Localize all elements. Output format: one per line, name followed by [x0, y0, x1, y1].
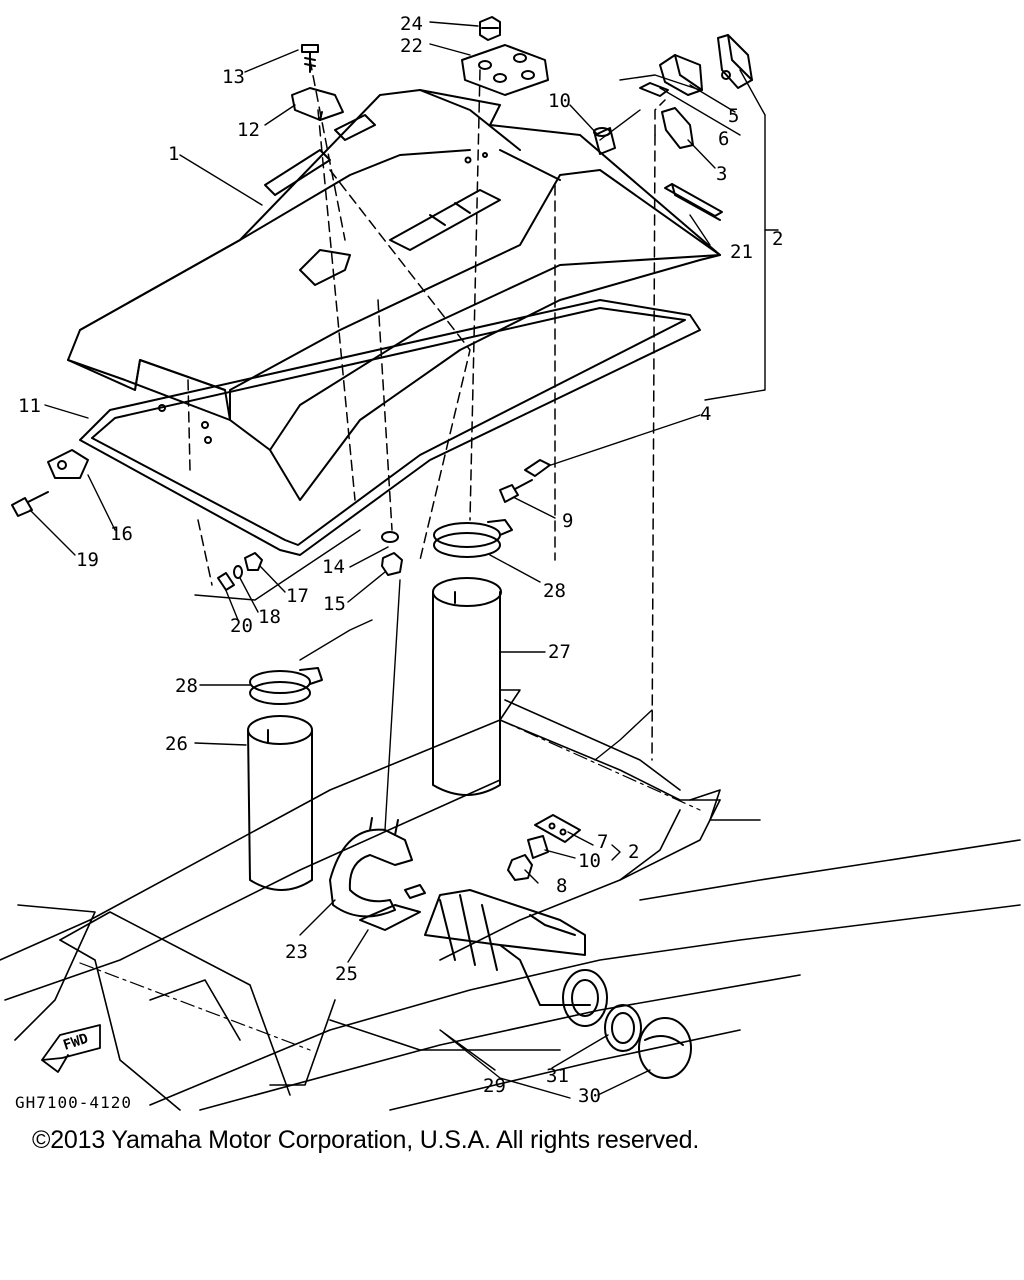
callout-22: 22 — [400, 35, 423, 57]
callout-10-lower: 10 — [578, 850, 601, 872]
callout-20: 20 — [230, 615, 253, 637]
duct-26 — [247, 715, 313, 891]
cover-25 — [359, 884, 426, 931]
nut-24 — [479, 16, 501, 41]
clamp-28-right — [433, 519, 513, 558]
hull-centerline — [79, 719, 701, 1051]
callout-7: 7 — [597, 831, 608, 853]
callout-2-lower: 2 — [628, 841, 639, 863]
washer-6 — [639, 82, 669, 97]
callout-10-upper: 10 — [548, 90, 571, 112]
cap-30 — [638, 1017, 692, 1079]
parts-17-18-20 — [217, 552, 263, 591]
clamp-28-left — [249, 667, 323, 705]
fastener-14 — [381, 531, 399, 543]
callout-19: 19 — [76, 549, 99, 571]
callout-5: 5 — [728, 105, 739, 127]
holder-23 — [329, 817, 413, 918]
callout-21: 21 — [730, 241, 753, 263]
callout-16: 16 — [110, 523, 133, 545]
plate-22 — [461, 44, 549, 96]
callout-12: 12 — [237, 119, 260, 141]
callout-31: 31 — [546, 1065, 569, 1087]
assembly-guide-lines — [187, 59, 666, 761]
fwd-label: FWD — [61, 1031, 90, 1054]
callout-18: 18 — [258, 606, 281, 628]
exploded-parts-diagram: FWD 24 — [0, 13, 1021, 1112]
callout-leaders — [29, 21, 741, 1099]
nut-8 — [507, 854, 533, 881]
callout-labels: 24 22 13 12 1 10 5 6 3 2 21 11 4 9 16 19… — [15, 13, 783, 1112]
hinge-16 — [47, 449, 89, 479]
hull-outline — [0, 689, 1021, 1111]
callout-3: 3 — [716, 163, 727, 185]
washer-4 — [524, 459, 551, 477]
callout-24: 24 — [400, 13, 423, 35]
callout-17: 17 — [286, 585, 309, 607]
plate-7 — [534, 814, 581, 843]
callout-25: 25 — [335, 963, 358, 985]
latch-5 — [659, 54, 703, 96]
callout-15: 15 — [323, 593, 346, 615]
callout-26: 26 — [165, 733, 188, 755]
bolt-19 — [11, 491, 49, 517]
screw-13 — [301, 44, 319, 73]
callout-2-upper: 2 — [772, 228, 783, 250]
outlet-29 — [424, 889, 608, 1027]
callout-1: 1 — [168, 143, 179, 165]
callout-28-right: 28 — [543, 580, 566, 602]
callout-29: 29 — [483, 1075, 506, 1097]
copyright-notice: ©2013 Yamaha Motor Corporation, U.S.A. A… — [32, 1126, 700, 1154]
bolt-9 — [499, 479, 533, 503]
callout-6: 6 — [718, 128, 729, 150]
callout-27: 27 — [548, 641, 571, 663]
hook-2 — [717, 34, 753, 89]
callout-28-left: 28 — [175, 675, 198, 697]
seal-21 — [664, 183, 723, 221]
hood — [67, 89, 721, 501]
callout-9: 9 — [562, 510, 573, 532]
callout-4: 4 — [700, 403, 711, 425]
callout-30: 30 — [578, 1085, 601, 1107]
plate-3 — [661, 107, 694, 149]
callout-11: 11 — [18, 395, 41, 417]
fwd-arrow-icon: FWD — [41, 1024, 101, 1073]
leader-frames — [194, 69, 779, 831]
callout-13: 13 — [222, 66, 245, 88]
callout-8: 8 — [556, 875, 567, 897]
bracket-12 — [291, 87, 344, 121]
damper-10-lower — [527, 835, 549, 859]
callout-14: 14 — [322, 556, 345, 578]
diagram-code: GH7100-4120 — [15, 1093, 132, 1112]
nut-15 — [381, 552, 403, 576]
callout-23: 23 — [285, 941, 308, 963]
hood-gasket — [79, 299, 701, 556]
duct-27 — [432, 577, 502, 796]
damper-10-upper — [593, 127, 616, 155]
ring-31 — [604, 1004, 642, 1052]
